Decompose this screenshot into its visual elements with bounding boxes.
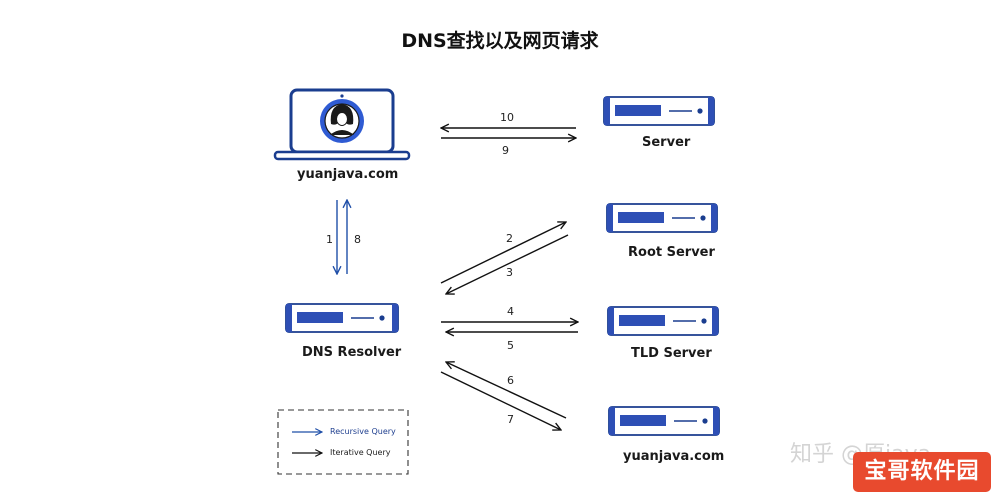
step-label-7: 7 (507, 413, 514, 426)
arrow-step-7 (440, 371, 561, 430)
resolver-server-icon (285, 303, 399, 333)
authoritative-server-icon (608, 406, 720, 436)
tld-server-label: TLD Server (631, 346, 712, 361)
authoritative-server-label: yuanjava.com (623, 449, 725, 464)
step-label-3: 3 (506, 266, 513, 279)
step-label-2: 2 (506, 232, 513, 245)
step-label-9: 9 (502, 144, 509, 157)
step-label-4: 4 (507, 305, 514, 318)
step-label-1: 1 (326, 233, 333, 246)
root-server-label: Root Server (628, 245, 715, 260)
tld-server-icon (607, 306, 719, 336)
client-label: yuanjava.com (297, 167, 399, 182)
page-title: DNS查找以及网页请求 (401, 30, 599, 52)
root-server-icon (606, 203, 718, 233)
arrow-step-6 (446, 362, 567, 419)
arrow-step-3 (446, 234, 569, 294)
legend-recursive-label: Recursive Query (330, 427, 396, 436)
step-label-10: 10 (500, 111, 514, 124)
site-badge-watermark: 宝哥软件园 (853, 452, 991, 492)
server-label: Server (642, 135, 691, 150)
step-label-8: 8 (354, 233, 361, 246)
user-avatar-icon (320, 99, 364, 143)
laptop-icon (273, 88, 411, 161)
legend-iterative-label: Iterative Query (330, 448, 391, 457)
server-icon (603, 96, 715, 126)
legend-box (277, 409, 409, 475)
dns-resolver-label: DNS Resolver (302, 345, 402, 360)
step-label-6: 6 (507, 374, 514, 387)
step-label-5: 5 (507, 339, 514, 352)
arrow-step-2 (440, 222, 566, 284)
